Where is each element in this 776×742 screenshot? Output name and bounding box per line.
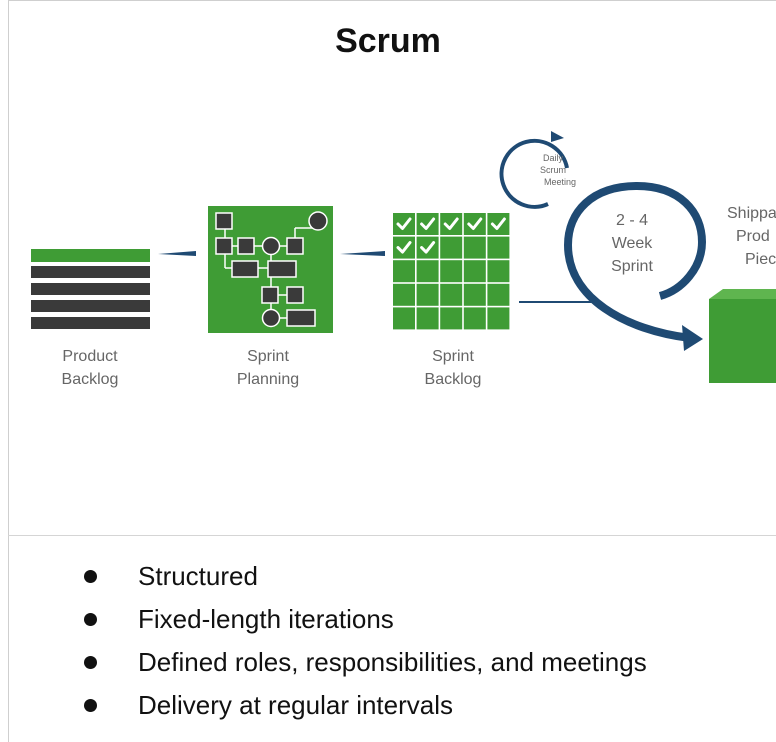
bullet-list: Structured Fixed-length iterations Defin… [80,555,647,727]
grid-cell [487,307,510,330]
check-icon [420,217,436,230]
shippable-line3: Piec [745,251,776,268]
sprint-planning-icon [208,206,333,333]
sprint-backlog-grid-icon [393,213,510,330]
grid-cell [463,236,486,259]
stage-label-sprint-backlog-line1: Sprint [432,348,474,365]
check-icon [467,217,483,230]
stage-label-sprint-backlog-line2: Backlog [425,371,482,388]
grid-cell [440,283,463,306]
bullet-text: Delivery at regular intervals [138,690,454,720]
check-icon [396,241,412,254]
shippable-product-cube-icon [709,289,776,383]
sprint-cycle-arrow [519,182,707,351]
check-icon [396,217,412,230]
grid-cell [440,213,463,235]
bullet-dot [84,570,97,583]
section-divider [8,535,776,536]
bullet-text: Defined roles, responsibilities, and mee… [138,647,647,677]
grid-cell [463,213,486,235]
grid-cell [440,236,463,259]
daily-line3: Meeting [544,177,576,187]
daily-line1: Daily [543,153,564,163]
grid-cell [393,236,415,259]
grid-cell [487,236,510,259]
bullet-item: Defined roles, responsibilities, and mee… [80,641,647,684]
sprint-line2: Week [612,235,654,252]
bullet-item: Fixed-length iterations [80,598,647,641]
slide-title: Scrum [335,22,441,60]
grid-cell [487,260,510,283]
grid-cell [416,283,439,306]
stage-label-planning-line1: Sprint [247,348,289,365]
sprint-line1: 2 - 4 [616,212,648,229]
grid-cell [440,307,463,330]
grid-cell [463,283,486,306]
bullet-dot [84,613,97,626]
grid-cell [416,260,439,283]
product-backlog-icon [31,249,150,329]
grid-cell [463,307,486,330]
grid-cell [393,283,415,306]
grid-cell [440,260,463,283]
stage-label-product-line1: Product [62,348,118,365]
sprint-line3: Sprint [611,258,653,275]
grid-cell [416,213,439,235]
check-icon [490,217,506,230]
daily-line2: Scrum [540,165,566,175]
bullet-item: Delivery at regular intervals [80,684,647,727]
arrow-backlog-to-planning [158,251,196,256]
grid-cell [463,260,486,283]
stage-label-planning-line2: Planning [237,371,299,388]
slide-frame [8,0,776,742]
grid-cell [487,283,510,306]
grid-cell [416,236,439,259]
grid-cell [416,307,439,330]
check-icon [420,241,436,254]
grid-cell [393,260,415,283]
bullet-text: Structured [138,561,258,591]
check-icon [443,217,459,230]
bullet-item: Structured [80,555,647,598]
arrow-planning-to-sprint-backlog [340,251,385,256]
stage-label-product-line2: Backlog [62,371,119,388]
grid-cell [393,307,415,330]
shippable-line1: Shippa [727,205,776,222]
shippable-line2: Prod [736,228,770,245]
grid-cell [393,213,415,235]
scrum-diagram: Daily Scrum Meeting 2 - 4 Week Sprint Sh… [31,131,776,388]
daily-scrum-loop-arrow [499,131,569,209]
grid-cell [487,213,510,235]
bullet-text: Fixed-length iterations [138,604,394,634]
bullet-dot [84,699,97,712]
bullet-dot [84,656,97,669]
